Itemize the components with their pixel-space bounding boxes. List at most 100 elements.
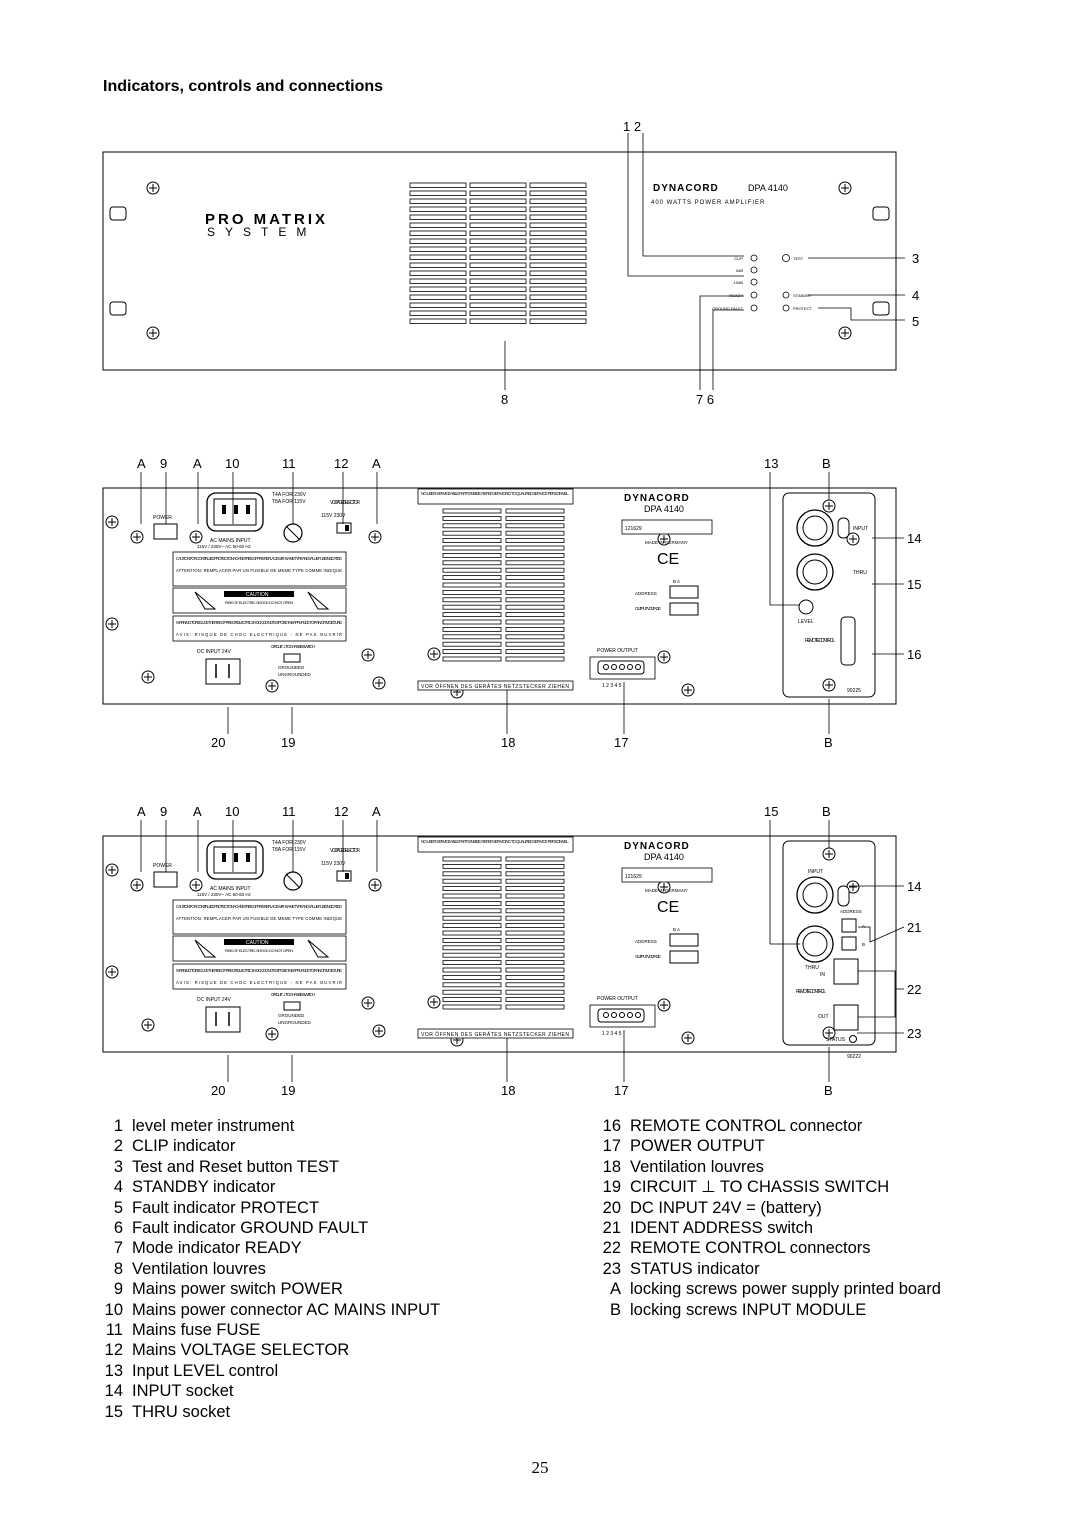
rear-louvre-slot: [505, 545, 565, 551]
panel-screw: [657, 998, 671, 1012]
10db-led: [750, 278, 758, 286]
output-voltage-switch[interactable]: [669, 950, 699, 964]
louvre-slot: [529, 294, 587, 300]
louvre-slot: [529, 182, 587, 188]
front-model: DPA 4140: [748, 183, 788, 193]
callout-top-0: A: [137, 456, 146, 471]
callout-top-0: A: [137, 804, 146, 819]
legend-number: 2: [113, 1137, 123, 1156]
legend-text: Mains VOLTAGE SELECTOR: [132, 1341, 350, 1360]
module-code: 90225: [847, 688, 861, 694]
panel-screw: [265, 679, 279, 693]
circuit-chassis-switch[interactable]: [283, 1001, 301, 1011]
louvre-slot: [469, 262, 527, 268]
louvre-slot: [409, 286, 467, 292]
ungrounded-label: UNGROUNDED: [278, 672, 312, 677]
legend-text: CLIP indicator: [132, 1137, 236, 1156]
power-output-pins: 1 2 3 4 5: [602, 683, 622, 689]
power-label: POWER: [153, 515, 172, 521]
rear-louvre-slot: [442, 856, 502, 862]
thru-socket-label: THRU: [853, 570, 867, 576]
louvre-slot: [409, 182, 467, 188]
legend-text: Fault indicator PROTECT: [132, 1198, 320, 1217]
voltage-selector-switch[interactable]: [336, 870, 352, 882]
rear-louvre-slot: [505, 567, 565, 573]
rear-louvre-slot: [505, 982, 565, 988]
status-label: STATUS: [826, 1037, 846, 1043]
remote-control-connector[interactable]: [840, 616, 856, 666]
remote-control-out-connector[interactable]: [833, 1004, 859, 1031]
circuit-switch-label: CIRCUIT ⊥ TO CHASSIS SWITCH: [271, 992, 315, 997]
level-control[interactable]: [798, 599, 814, 615]
rear-louvre-slot: [505, 952, 565, 958]
power-output-label: POWER OUTPUT: [597, 996, 638, 1002]
remote-control-in-connector[interactable]: [833, 958, 859, 985]
panel-screw: [368, 878, 382, 892]
legend-number: 8: [113, 1259, 123, 1278]
power-switch[interactable]: [153, 523, 178, 540]
panel-screw: [822, 499, 836, 513]
address-switch[interactable]: [669, 585, 699, 599]
output-voltage-switch[interactable]: [669, 602, 699, 616]
rear-louvre-slot: [505, 538, 565, 543]
0db-led: [750, 266, 758, 274]
callout-top-6: A: [372, 456, 381, 471]
risk-text: RISK OF ELECTRIC SHOCK DO NOT OPEN: [225, 600, 293, 605]
panel-screw: [189, 530, 203, 544]
input-socket-label: INPUT: [808, 869, 823, 875]
legend-number: A: [609, 1280, 621, 1299]
rear-louvre-slot: [505, 612, 565, 617]
ac-mains-label: AC MAINS INPUT: [210, 886, 251, 892]
legend-number: 16: [602, 1117, 621, 1135]
warning-text: WARNING: TO REDUCE THE RISK OF FIRE OR E…: [176, 620, 342, 625]
legend-text: THRU socket: [132, 1402, 231, 1421]
voltage-selector-switch[interactable]: [336, 522, 352, 534]
led-label-0db: 0dB: [736, 268, 743, 273]
dc-input-connector[interactable]: [205, 658, 241, 685]
callout-top-5: 12: [334, 804, 348, 819]
rear-louvre-slot: [442, 908, 502, 914]
callout-bottom-4: B: [824, 1083, 833, 1098]
test-button[interactable]: [782, 254, 790, 262]
callout-right-2: 16: [907, 647, 921, 662]
rear-louvre-slot: [442, 575, 502, 580]
callout-7-6: 7 6: [696, 392, 714, 407]
rear-louvre-slot: [442, 901, 502, 906]
ident-address-switch-a[interactable]: [841, 918, 857, 933]
louvre-slot: [469, 246, 527, 252]
ident-address-switch-b[interactable]: [841, 936, 857, 951]
address-switch[interactable]: [669, 933, 699, 947]
callout-right-0: 14: [907, 879, 921, 894]
panel-screw: [130, 878, 144, 892]
louvre-slot: [529, 198, 587, 204]
legend-number: 7: [113, 1239, 123, 1258]
legend-number: 22: [602, 1239, 621, 1258]
dc-input-connector[interactable]: [205, 1006, 241, 1033]
louvre-slot: [469, 206, 527, 212]
led-label-ready: READY: [729, 293, 743, 298]
power-switch[interactable]: [153, 871, 178, 888]
circuit-chassis-switch[interactable]: [283, 653, 301, 663]
grounded-label: GROUNDED: [278, 665, 305, 670]
rear-louvre-slot: [505, 893, 565, 899]
risk-text: RISK OF ELECTRIC SHOCK DO NOT OPEN: [225, 948, 293, 953]
callout-top-7: 15: [764, 804, 778, 819]
louvre-slot: [469, 214, 527, 220]
callout-top-1: 9: [160, 804, 167, 819]
rear-louvre-slot: [442, 952, 502, 958]
rear-louvre-slot: [442, 915, 502, 921]
fuse-text-115: T8A FOR 115V: [272, 847, 306, 853]
rear-louvre-slot: [442, 864, 502, 869]
panel-screw: [361, 648, 375, 662]
voltage-values: 115V 230V: [321, 513, 346, 519]
ce-mark: CE: [657, 551, 679, 568]
